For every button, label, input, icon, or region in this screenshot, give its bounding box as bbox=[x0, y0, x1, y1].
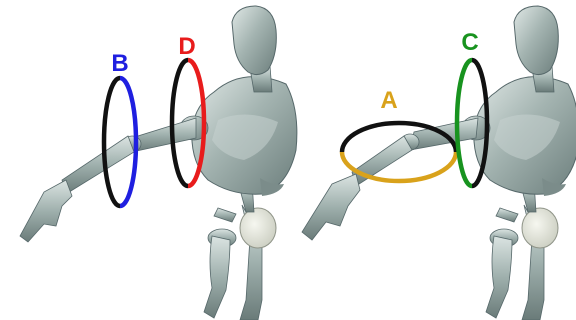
ring-b-back-half bbox=[104, 78, 120, 206]
ring-b: B bbox=[104, 50, 136, 206]
mannequin-figure-left bbox=[180, 6, 297, 320]
left-panel: B D bbox=[20, 6, 297, 320]
mannequin-figure-right bbox=[462, 6, 576, 320]
ring-a-label: A bbox=[380, 87, 397, 114]
ring-d-label: D bbox=[178, 33, 195, 60]
ring-c-label: C bbox=[461, 29, 478, 56]
ring-b-label: B bbox=[111, 50, 128, 77]
right-panel: A C bbox=[302, 6, 576, 320]
